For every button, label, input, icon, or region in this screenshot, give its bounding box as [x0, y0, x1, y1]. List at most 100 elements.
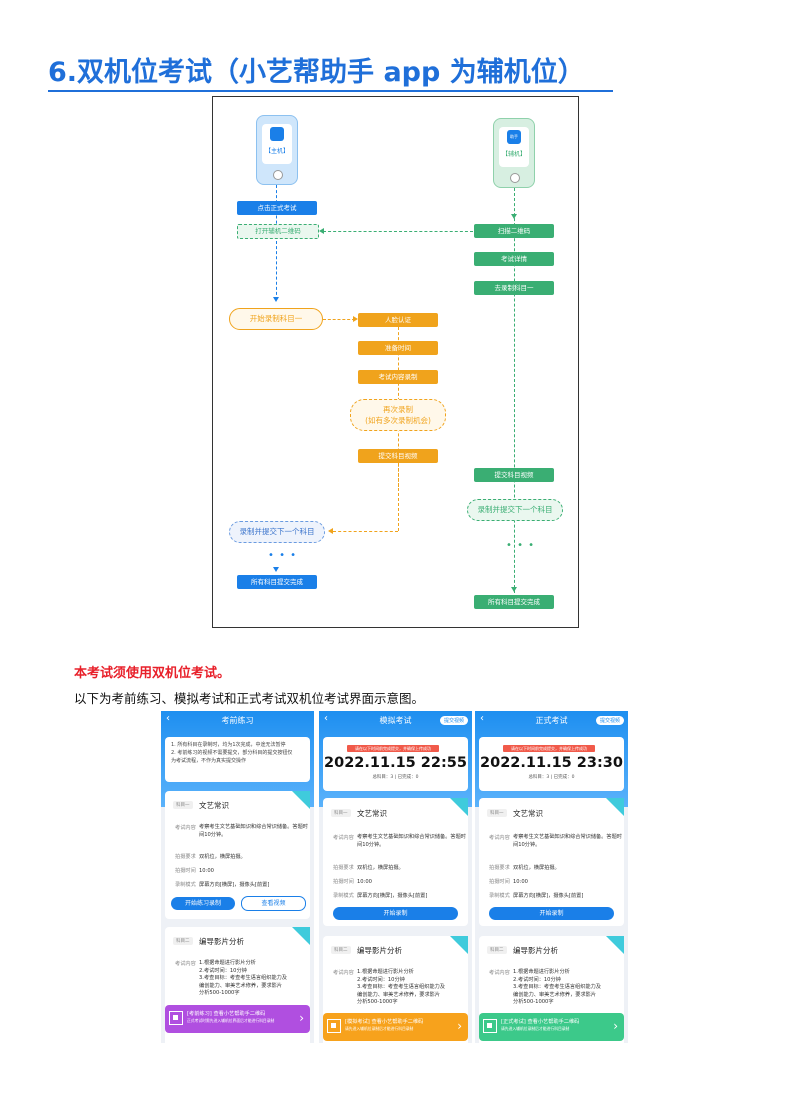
- content-line: 1.根据命题进行影片分析: [199, 960, 256, 966]
- content-value: 1.根据命题进行影片分析 2.考试时间：10分钟 3.考查目标：考查考生语言组织…: [513, 969, 623, 1007]
- subject-name: 编导影片分析: [199, 937, 244, 946]
- flow-node-retry: 再次录制 (如有多次录制机会): [350, 399, 446, 431]
- subject-tag: 科目一: [331, 809, 351, 817]
- field-label: 录制模式: [175, 882, 196, 888]
- field-label: 考试内容: [175, 825, 196, 831]
- screen-practice: ‹ 考前练习 1. 所有科目在录制时，均为1次完成，中途无法暂停 2. 考前练习…: [161, 711, 314, 1043]
- content-line: 3.考查目标：考查考生语言组织能力及: [199, 975, 287, 981]
- content-value: 考察考生文艺基础知识和综合常识储备。答题时间10分钟。: [357, 834, 466, 848]
- home-button-icon: [273, 170, 283, 180]
- deadline-time: 2022.11.15 22:55: [324, 755, 467, 771]
- corner-ribbon-icon: [606, 798, 624, 816]
- flow-node-submit-right: 提交科目视频: [474, 468, 554, 482]
- back-icon[interactable]: ‹: [480, 713, 484, 724]
- shoot-row: 拍摄要求双机位，横屏拍摄。: [489, 864, 560, 871]
- banner-subtitle: 请先进入辅机位录制后才能进行科目录制: [345, 1026, 414, 1031]
- subject-tag: 科目二: [487, 946, 507, 954]
- qr-code-icon: [327, 1019, 341, 1033]
- field-label: 拍摄要求: [489, 865, 510, 871]
- connector: [514, 188, 515, 598]
- qr-code-icon: [169, 1011, 183, 1025]
- start-record-button[interactable]: 开始录制: [333, 907, 458, 920]
- chevron-right-icon: ›: [457, 1019, 462, 1033]
- tip-line: 2. 考前练习的视频不需要提交，部分科目的提交按钮仅: [171, 750, 293, 756]
- arrow-down-icon: [273, 297, 279, 302]
- main-phone-label: 【主机】: [264, 148, 289, 155]
- content-line: 编创能力、审美艺术修养，要求影片: [357, 991, 441, 998]
- tip-line: 1. 所有科目在录制时，均为1次完成，中途无法暂停: [171, 742, 286, 748]
- shoot-row: 拍摄要求双机位，横屏拍摄。: [333, 864, 404, 871]
- arrow-left-icon: [319, 228, 324, 234]
- connector: [276, 185, 277, 300]
- content-row: 考试内容: [175, 824, 199, 831]
- field-value: 屏幕方向[横屏]，摄像头[前置]: [199, 882, 270, 888]
- back-icon[interactable]: ‹: [166, 713, 170, 724]
- screen-title: 正式考试: [535, 716, 568, 725]
- flow-node-start-record: 开始录制科目一: [229, 308, 323, 330]
- banner-title: [正式考试] 查看小艺帮助手二维码: [501, 1019, 580, 1025]
- mode-row: 录制模式屏幕方向[横屏]，摄像头[前置]: [333, 892, 427, 899]
- field-label: 考试内容: [489, 835, 510, 841]
- content-value: 1.根据命题进行影片分析 2.考试时间：10分钟 3.考查目标：考查考生语言组织…: [199, 960, 309, 998]
- helper-qr-banner[interactable]: [考前练习] 查看小艺帮助手二维码 正式考试时需先进入辅机位界面后才能进行科目录…: [165, 1005, 310, 1033]
- field-label: 考试内容: [333, 970, 354, 976]
- content-line: 1.根据命题进行影片分析: [513, 969, 570, 975]
- connector: [398, 463, 399, 531]
- field-value: 双机位，横屏拍摄。: [357, 865, 404, 871]
- arrow-down-icon: [511, 587, 517, 592]
- field-value: 屏幕方向[横屏]，摄像头[前置]: [357, 893, 428, 899]
- field-label: 拍摄时间: [175, 868, 196, 874]
- banner-subtitle: 正式考试时需先进入辅机位界面后才能进行科目录制: [187, 1018, 275, 1023]
- practice-tips: 1. 所有科目在录制时，均为1次完成，中途无法暂停 2. 考前练习的视频不需要提…: [165, 737, 310, 782]
- content-line: 分析500-1000字: [357, 999, 398, 1005]
- screen-mock: ‹ 模拟考试 提交视频 请在以下时间前完成提交，并确保上传成功 2022.11.…: [319, 711, 472, 1043]
- flowchart: 【主机】 助手 【辅机】 点击正式考试 打开辅机二维码 扫描二维码 考试详情 去…: [212, 96, 579, 628]
- banner-title: [考前练习] 查看小艺帮助手二维码: [187, 1011, 266, 1017]
- corner-ribbon-icon: [292, 791, 310, 809]
- subject-name: 文艺常识: [513, 809, 543, 818]
- corner-ribbon-icon: [292, 927, 310, 945]
- flow-node-next-left: 录制并提交下一个科目: [229, 521, 325, 543]
- submit-video-button[interactable]: 提交视频: [439, 716, 468, 725]
- back-icon[interactable]: ‹: [324, 713, 328, 724]
- subject-name: 编导影片分析: [357, 946, 402, 955]
- subject-summary: 总科目：3 | 已完成：0: [372, 775, 419, 780]
- content-row: 考试内容: [333, 969, 357, 976]
- flow-node-open-qr: 打开辅机二维码: [237, 224, 319, 239]
- flow-node-exam-detail: 考试详情: [474, 252, 554, 266]
- main-phone-screen: 【主机】: [262, 124, 292, 164]
- aux-phone-icon: 助手 【辅机】: [493, 118, 535, 188]
- arrow-right-icon: [353, 316, 358, 322]
- helper-qr-banner[interactable]: [正式考试] 查看小艺帮助手二维码 请先进入辅机位录制后才能进行科目录制 ›: [479, 1013, 624, 1041]
- helper-qr-banner[interactable]: [模拟考试] 查看小艺帮助手二维码 请先进入辅机位录制后才能进行科目录制 ›: [323, 1013, 468, 1041]
- connector: [323, 319, 355, 320]
- view-video-button[interactable]: 查看视频: [241, 896, 306, 911]
- submit-video-button[interactable]: 提交视频: [595, 716, 624, 725]
- retry-note: (如有多次录制机会): [365, 416, 431, 425]
- more-dots: • • •: [506, 540, 536, 551]
- content-line: 分析500-1000字: [199, 990, 240, 996]
- section-title: 双机位考试（小艺帮助手 app 为辅机位）: [77, 57, 585, 88]
- content-line: 编创能力、审美艺术修养，要求影片: [513, 991, 597, 998]
- field-label: 考试内容: [489, 970, 510, 976]
- arrow-down-icon: [511, 214, 517, 219]
- aux-phone-label: 【辅机】: [501, 151, 526, 158]
- retry-title: 再次录制: [383, 405, 413, 414]
- content-line: 2.考试时间：10分钟: [357, 976, 405, 983]
- banner-subtitle: 请先进入辅机位录制后才能进行科目录制: [501, 1026, 570, 1031]
- content-row: 考试内容: [175, 960, 199, 967]
- subject-tag: 科目一: [173, 801, 193, 809]
- banner-title: [模拟考试] 查看小艺帮助手二维码: [345, 1019, 424, 1025]
- start-record-button[interactable]: 开始录制: [489, 907, 614, 920]
- flow-node-go-record: 去录制科目一: [474, 281, 554, 295]
- subject-card: 科目一 文艺常识 考试内容 考察考生文艺基础知识和综合常识储备。答题时间10分钟…: [479, 798, 624, 926]
- screens-intro: 以下为考前练习、模拟考试和正式考试双机位考试界面示意图。: [74, 691, 425, 706]
- field-label: 录制模式: [333, 893, 354, 899]
- section-heading: 6.双机位考试（小艺帮助手 app 为辅机位）: [48, 50, 613, 92]
- subject-name: 文艺常识: [357, 809, 387, 818]
- subject-summary: 总科目：3 | 已完成：0: [528, 775, 575, 780]
- field-label: 考试内容: [175, 961, 196, 967]
- screen-formal: ‹ 正式考试 提交视频 请在以下时间前完成提交，并确保上传成功 2022.11.…: [475, 711, 628, 1043]
- start-practice-button[interactable]: 开始练习录制: [171, 897, 235, 910]
